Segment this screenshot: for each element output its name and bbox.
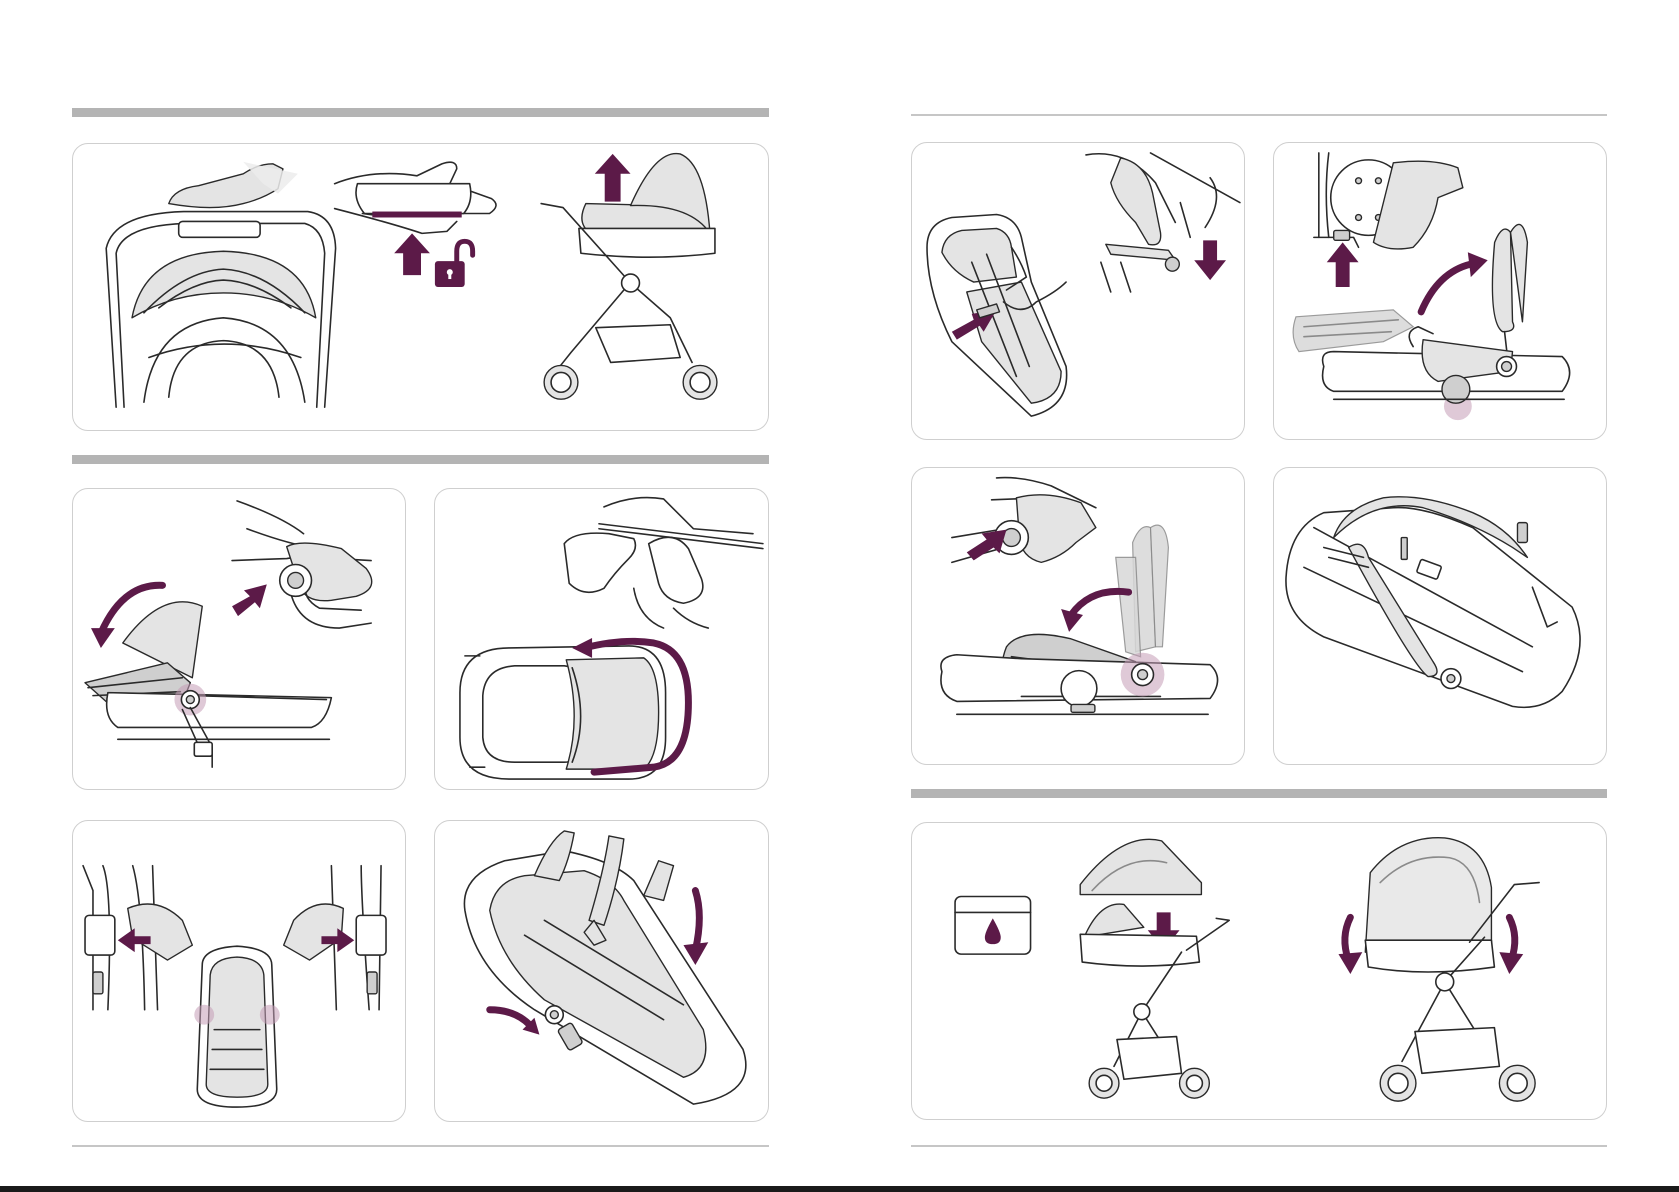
release-button-icon bbox=[179, 221, 260, 237]
section-rule-right-top bbox=[911, 114, 1607, 116]
stroller-icon bbox=[1365, 838, 1539, 1101]
stroller-icon bbox=[541, 154, 717, 400]
section-rule-left-top bbox=[72, 108, 769, 117]
step-press-button-raise-hood bbox=[1273, 142, 1607, 440]
step-press-button-lower-hood bbox=[911, 467, 1245, 765]
arrow-down-icon bbox=[695, 891, 699, 951]
arrow-down-icon bbox=[1194, 240, 1226, 280]
step-folded-carrycot bbox=[1273, 467, 1607, 765]
arrow-curved-icon bbox=[490, 1010, 530, 1025]
step-press-hood-button-rotate bbox=[72, 488, 406, 790]
zipper-icon bbox=[564, 533, 635, 592]
arrow-right-icon bbox=[232, 584, 267, 616]
step-unzip-hood-fabric bbox=[434, 488, 769, 790]
section-rule-right-middle bbox=[911, 789, 1607, 798]
folded-carrycot-icon bbox=[1274, 468, 1606, 764]
side-button-icon bbox=[260, 1005, 280, 1025]
rain-cover-icon bbox=[1080, 839, 1201, 894]
arrow-curved-icon bbox=[1421, 264, 1471, 312]
step-fold-carrycot-sides bbox=[434, 820, 769, 1122]
section-rule-left-middle bbox=[72, 455, 769, 464]
side-button-icon bbox=[194, 1005, 214, 1025]
step-rain-cover-set bbox=[911, 822, 1607, 1120]
unlock-padlock-icon bbox=[435, 241, 473, 287]
carrycot-handle-illustration bbox=[73, 144, 768, 430]
step-press-handle-release bbox=[72, 143, 769, 431]
step-slide-bar-into-fabric bbox=[911, 142, 1245, 440]
page-bottom-edge bbox=[0, 1186, 1679, 1192]
footer-rule-left bbox=[72, 1145, 769, 1147]
footer-rule-right bbox=[911, 1145, 1607, 1147]
arrow-up-icon bbox=[595, 154, 631, 202]
arrow-up-icon bbox=[1327, 242, 1359, 287]
step-press-side-buttons bbox=[72, 820, 406, 1122]
